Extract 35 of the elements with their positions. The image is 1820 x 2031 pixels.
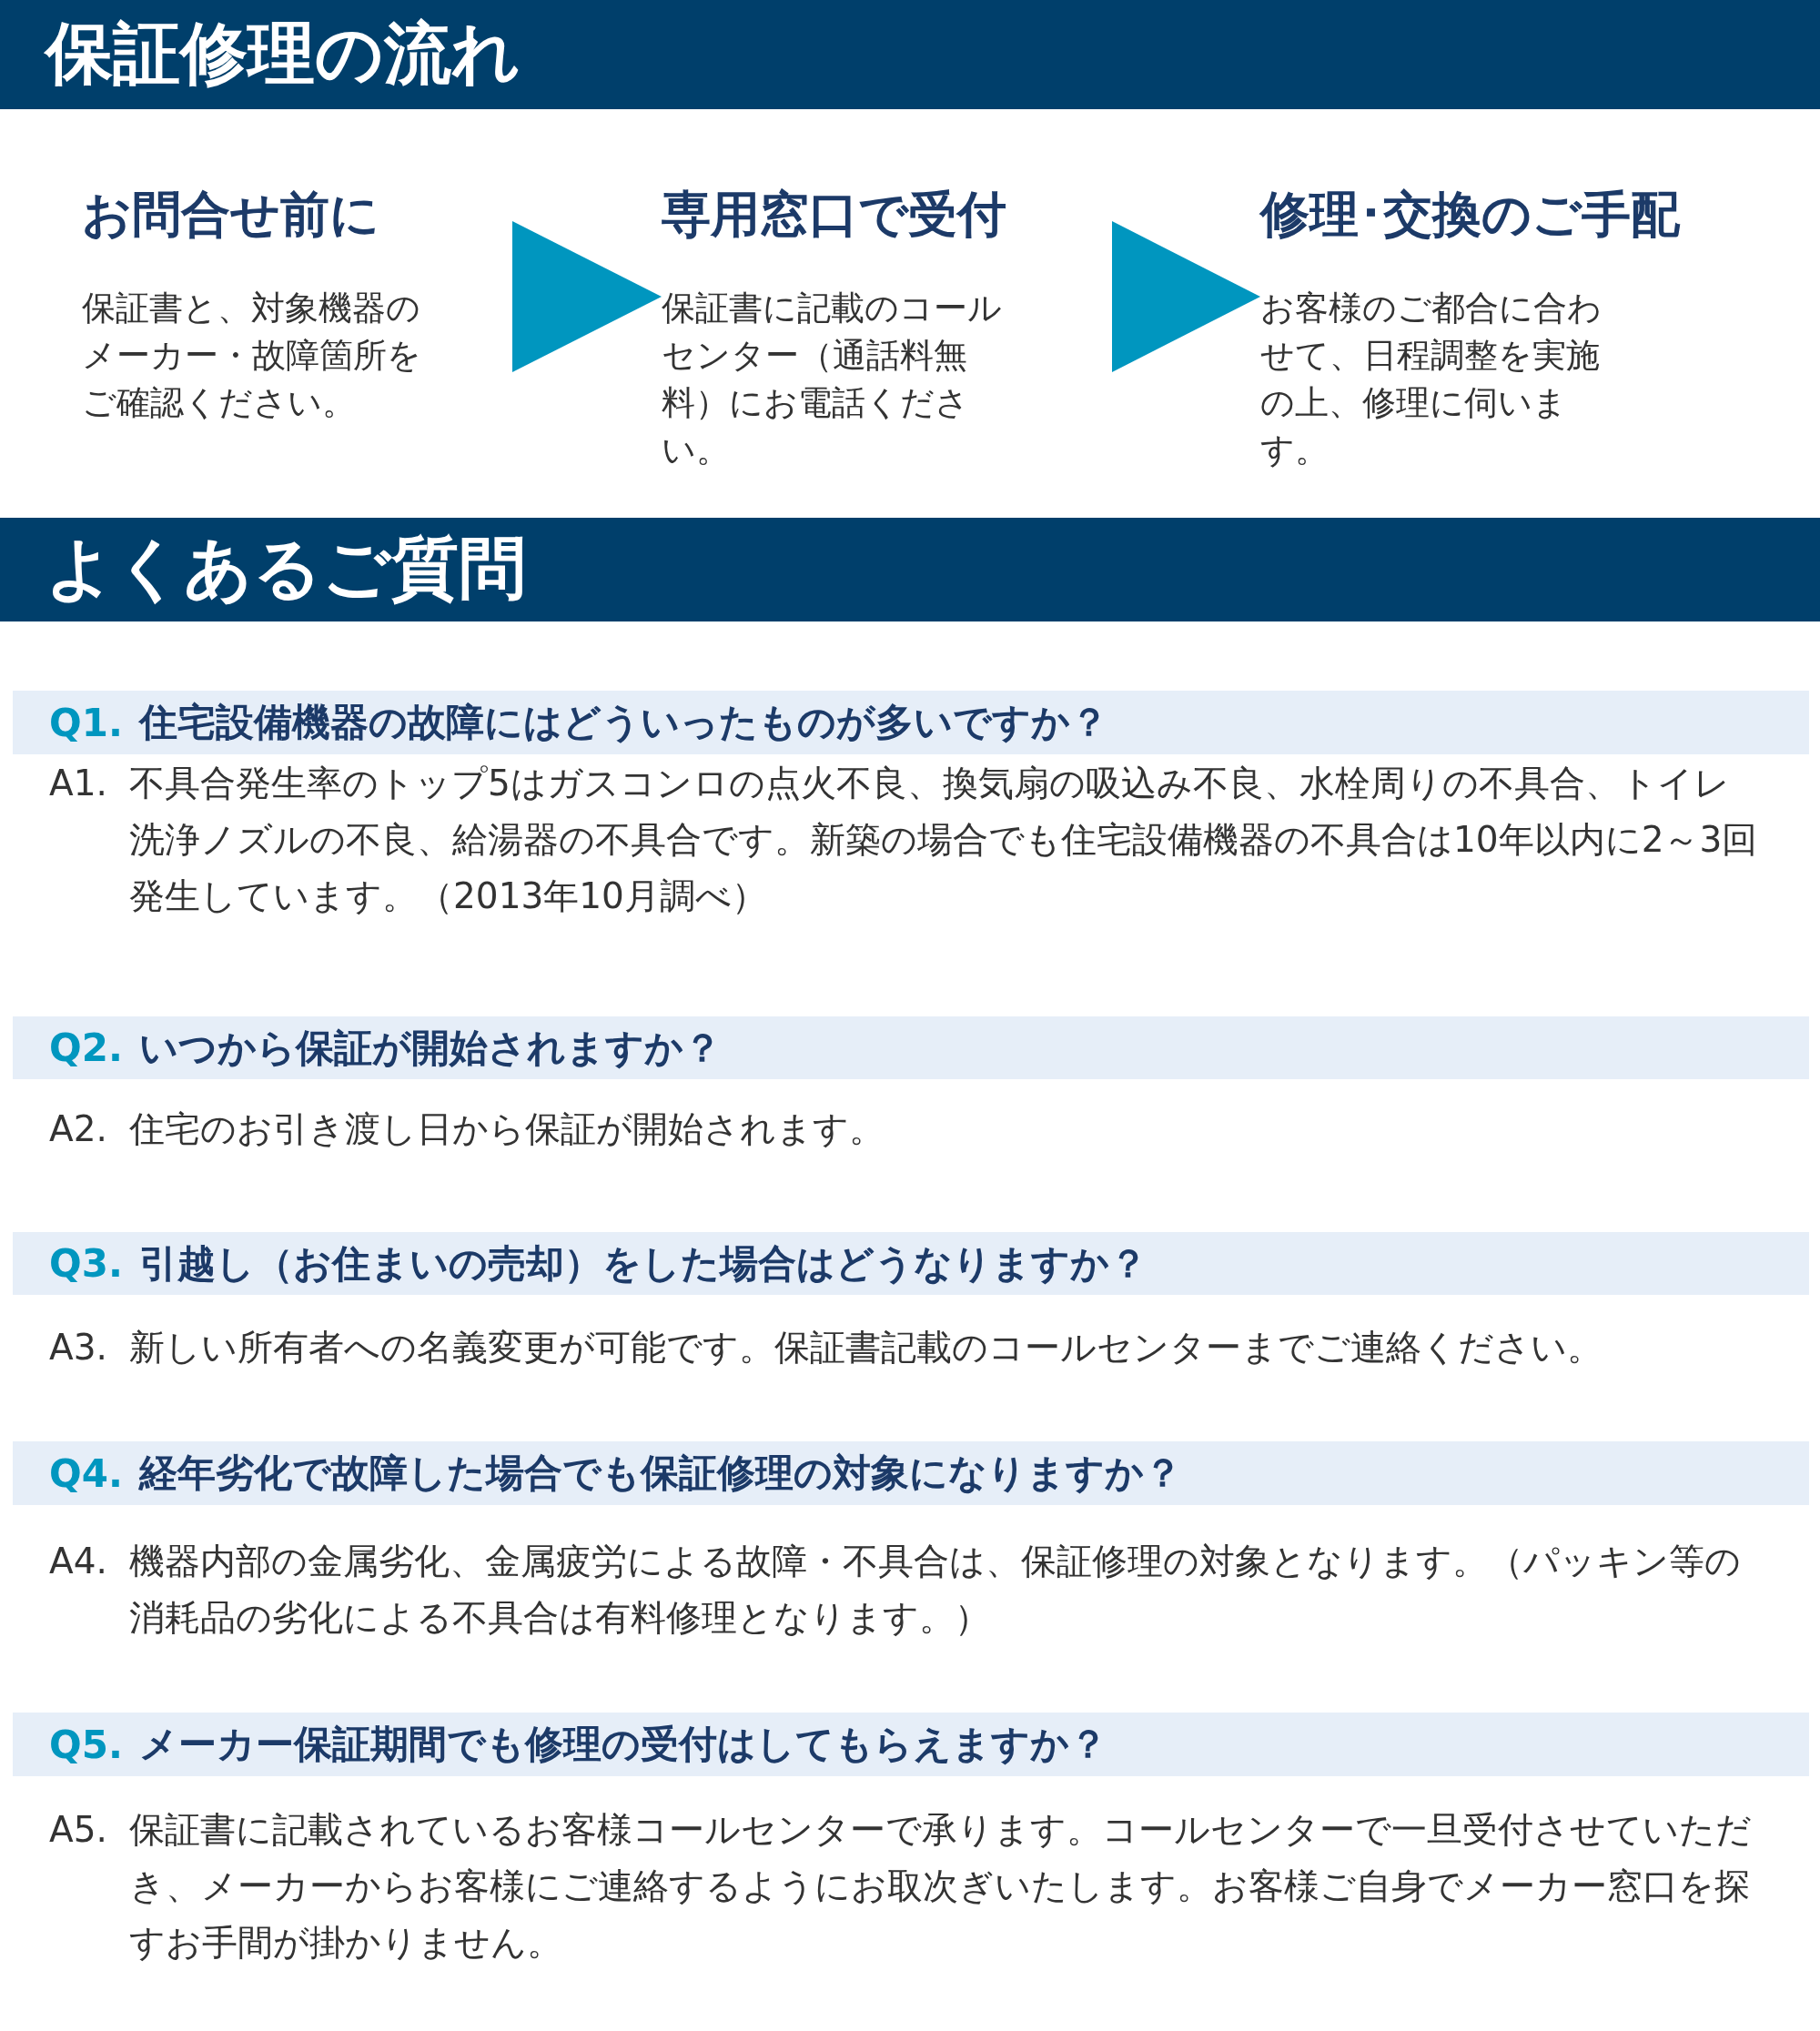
step-description: お客様のご都合に合わせて、日程調整を実施の上、修理に伺います。 [1260,288,1603,471]
answer-text: 住宅のお引き渡し日から保証が開始されます。 [129,1107,885,1151]
question-number: Q2. [49,1026,123,1070]
answer-number: A5. [49,1808,108,1852]
step-description: 保証書に記載のコールセンター（通話料無料）にお電話ください。 [662,288,1003,471]
answer-number: A1. [49,762,108,805]
question-band [13,691,1809,754]
question-text: いつから保証が開始されますか？ [138,1024,722,1072]
chevron-arrow [1112,221,1260,372]
step-heading: 専用窓口で受付 [662,185,1007,245]
chevron-arrow [512,221,662,372]
question-band [13,1016,1809,1079]
question-text: 引越し（お住まいの売却）をした場合はどうなりますか？ [138,1239,1148,1288]
answer-text: 新しい所有者への名義変更が可能です。保証書記載のコールセンターまでご連絡ください。 [129,1326,1603,1369]
step-heading: お問合せ前に [82,185,380,245]
question-text: 住宅設備機器の故障にはどういったものが多いですか？ [138,699,1108,746]
step-description: 保証書と、対象機器のメーカー・故障箇所をご確認ください。 [82,288,422,424]
question-number: Q4. [49,1450,123,1496]
question-band [13,1713,1809,1776]
answer-text: 機器内部の金属劣化、金属疲労による故障・不具合は、保証修理の対象となります。（パッキン等の消耗品の劣化による不具合は有料修理となります。） [129,1540,1742,1640]
answer-text: 保証書に記載されているお客様コールセンターで承ります。コールセンターで一旦受付させていただき、メーカーからお客様にご連絡するようにお取次ぎいたします。お客様ご自身でメーカー窓口を探すお手間が掛かりません。 [129,1808,1753,1965]
answer-text: 不具合発生率のトップ5はガスコンロの点火不良、換気扇の吸込み不良、水栓周りの不具合、トイレ洗浄ノズルの不良、給湯器の不具合です。新築の場合でも住宅設備機器の不具合は10年以内に2～3回発生しています。（2013年10月調べ） [129,762,1758,918]
question-text: メーカー保証期間でも修理の受付はしてもらえますか？ [138,1721,1107,1768]
question-band [13,1232,1809,1295]
question-text: 経年劣化で故障した場合でも保証修理の対象になりますか？ [138,1450,1182,1497]
answer-number: A2. [49,1107,108,1151]
section-header-band: 保証修理の流れ [0,0,1820,109]
question-number: Q1. [49,700,123,745]
question-number: Q5. [49,1722,123,1767]
answer-number: A4. [49,1540,108,1583]
question-band [13,1441,1809,1505]
step-heading: 修理･交換のご手配 [1260,185,1682,245]
section-header-band: よくあるご質問 [0,518,1820,621]
answer-number: A3. [49,1326,108,1369]
question-number: Q3. [49,1241,123,1286]
